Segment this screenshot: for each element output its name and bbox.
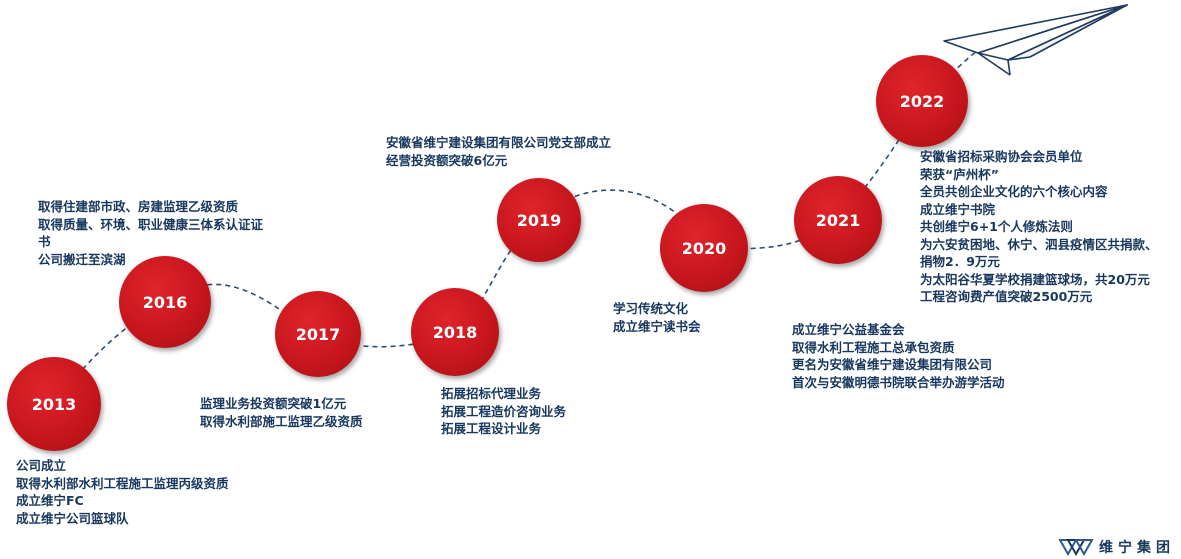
event-item: 全员共创企业文化的六个核心内容 <box>920 184 1108 199</box>
event-item: 安徽省维宁建设集团有限公司党支部成立 <box>386 135 612 150</box>
event-item: 书 <box>38 234 51 249</box>
events-2016: 取得住建部市政、房建监理乙级资质 取得质量、环境、职业健康三体系认证证 书 公司… <box>38 198 263 268</box>
event-item: 拓展工程设计业务 <box>441 421 542 436</box>
event-item: 学习传统文化 <box>613 301 689 316</box>
year-label: 2016 <box>142 292 188 312</box>
event-item: 成立维宁FC <box>16 493 84 508</box>
milestone-2019: 2019 <box>497 178 581 262</box>
event-item: 成立维宁书院 <box>920 201 996 217</box>
milestone-2021: 2021 <box>794 176 882 264</box>
event-item: 取得水利工程施工总承包资质 <box>792 339 955 355</box>
event-item: 安徽省招标采购协会会员单位 <box>920 149 1083 164</box>
milestone-2018: 2018 <box>411 288 499 376</box>
event-item: 取得住建部市政、房建监理乙级资质 <box>38 199 239 214</box>
year-label: 2020 <box>681 238 727 258</box>
milestone-2020: 2020 <box>660 204 748 292</box>
event-item: 取得质量、环境、职业健康三体系认证证 <box>38 216 264 232</box>
year-label: 2018 <box>432 322 478 342</box>
event-item: 公司搬迁至滨湖 <box>38 251 126 267</box>
event-item: 监理业务投资额突破1亿元 <box>200 396 347 411</box>
year-label: 2021 <box>815 210 861 230</box>
events-2018: 拓展招标代理业务 拓展工程造价咨询业务 拓展工程设计业务 <box>441 385 566 438</box>
brand-name: 维宁集团 <box>1099 540 1175 556</box>
milestone-2017: 2017 <box>275 291 361 377</box>
event-item: 成立维宁公司篮球队 <box>16 510 129 526</box>
milestone-2016: 2016 <box>119 256 211 348</box>
event-item: 取得水利部水利工程施工监理丙级资质 <box>16 475 229 491</box>
event-item: 首次与安徽明德书院联合举办游学活动 <box>792 374 1005 390</box>
event-item: 工程咨询费产值突破2500万元 <box>920 289 1093 304</box>
event-item: 成立维宁读书会 <box>613 318 701 334</box>
year-label: 2013 <box>31 394 77 414</box>
event-item: 为太阳谷华夏学校捐建篮球场，共20万元 <box>920 271 1150 287</box>
events-2019: 安徽省维宁建设集团有限公司党支部成立 经营投资额突破6亿元 <box>386 134 611 169</box>
events-2021: 成立维宁公益基金会 取得水利工程施工总承包资质 更名为安徽省维宁建设集团有限公司… <box>792 321 1005 391</box>
event-item: 经营投资额突破6亿元 <box>386 152 508 168</box>
event-item: 公司成立 <box>16 458 67 473</box>
weining-logo-icon <box>1059 539 1093 556</box>
events-2017: 监理业务投资额突破1亿元 取得水利部施工监理乙级资质 <box>200 395 363 430</box>
year-label: 2022 <box>899 91 945 111</box>
milestone-2022: 2022 <box>876 55 968 147</box>
event-item: 为六安贫困地、休宁、泗县疫情区共捐款、 <box>920 236 1158 252</box>
event-item: 捐物2．9万元 <box>920 254 1000 269</box>
year-label: 2017 <box>295 324 341 344</box>
events-2022: 安徽省招标采购协会会员单位 荣获“庐州杯” 全员共创企业文化的六个核心内容 成立… <box>920 148 1158 306</box>
event-item: 共创维宁6+1个人修炼法则 <box>920 219 1073 234</box>
event-item: 取得水利部施工监理乙级资质 <box>200 413 363 429</box>
event-item: 拓展招标代理业务 <box>441 386 542 401</box>
milestone-2013: 2013 <box>7 357 101 451</box>
event-item: 成立维宁公益基金会 <box>792 322 905 337</box>
events-2020: 学习传统文化 成立维宁读书会 <box>613 300 701 335</box>
event-item: 拓展工程造价咨询业务 <box>441 403 567 419</box>
paper-plane-icon <box>943 4 1128 76</box>
event-item: 荣获“庐州杯” <box>920 166 999 182</box>
footer-logo: 维宁集团 <box>1059 537 1175 557</box>
year-label: 2019 <box>516 210 562 230</box>
event-item: 更名为安徽省维宁建设集团有限公司 <box>792 357 993 372</box>
events-2013: 公司成立 取得水利部水利工程施工监理丙级资质 成立维宁FC 成立维宁公司篮球队 <box>16 457 229 527</box>
